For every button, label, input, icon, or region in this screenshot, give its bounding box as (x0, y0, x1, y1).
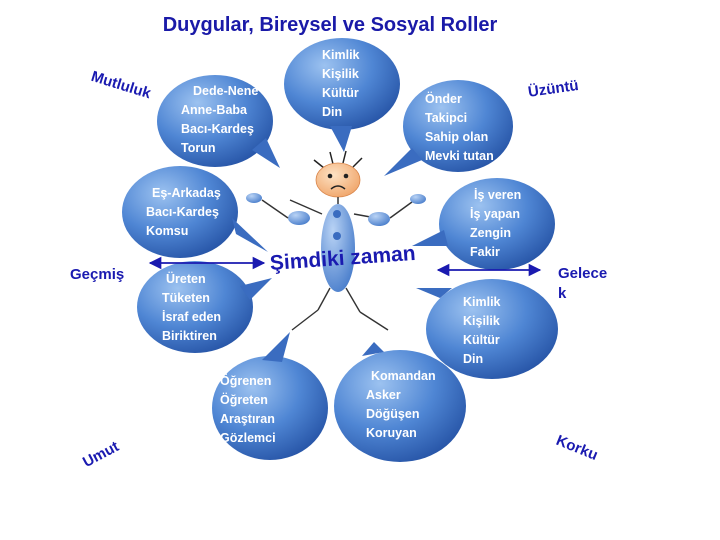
bubble-line: Komsu (146, 224, 189, 238)
bubble-left (122, 166, 268, 258)
bubble-bottom-right-text: Komandan Asker Döğüşen Koruyan (366, 367, 436, 443)
bubble-right (412, 178, 555, 270)
bubble-line: Torun (181, 141, 216, 155)
bubble-line: Kimlik (322, 48, 360, 62)
bubble-line: İsraf eden (162, 310, 222, 324)
bubble-top-left-text: Dede-Nene Anne-Baba Bacı-Kardeş Torun (181, 82, 258, 158)
bubble-line: İş yapan (470, 207, 521, 221)
bubble-top-right-text: Önder Takipci Sahip olan Mevki tutan (425, 90, 503, 166)
bubble-line: Takipci (425, 111, 468, 125)
bubble-line: İş veren (474, 188, 522, 202)
bubble-line: Üreten (166, 272, 206, 286)
bubble-left-text: Eş-Arkadaş Bacı-Kardeş Komsu (146, 184, 221, 241)
bubble-line: Gözlemci (220, 431, 276, 445)
bubble-line: Koruyan (366, 426, 417, 440)
bubble-top-left (157, 75, 280, 168)
label-future-line-1: Gelece (558, 265, 608, 282)
bubble-left-mid (137, 261, 272, 353)
bubble-line: Tüketen (162, 291, 210, 305)
bubble-bottom-left (212, 332, 328, 460)
bubble-left-mid-text: Üreten Tüketen İsraf eden Biriktiren (162, 270, 221, 346)
bubble-bottom-right (334, 342, 466, 462)
bubble-line: Öğreten (220, 393, 268, 407)
bubble-line: Komandan (371, 369, 436, 383)
bubble-top (284, 38, 400, 152)
bubble-line: Kişilik (463, 314, 500, 328)
bubble-line: Kültür (322, 86, 359, 100)
bubble-line: Asker (366, 388, 401, 402)
bubble-line: Biriktiren (162, 329, 217, 343)
label-future: Gelece k (558, 264, 607, 304)
bubble-line: Dede-Nene (193, 84, 259, 98)
label-past: Geçmiş (70, 266, 125, 283)
bubble-line: Önder (425, 92, 462, 106)
bubble-bottom-left-text: Öğrenen Öğreten Araştıran Gözlemci (220, 372, 276, 448)
bubble-right-text: İş veren İş yapan Zengin Fakir (470, 186, 521, 262)
bubble-line: Döğüşen (366, 407, 420, 421)
bubble-line: Mevki tutan (425, 149, 494, 163)
bubble-line: Bacı-Kardeş (146, 205, 219, 219)
bubble-line: Araştıran (220, 412, 275, 426)
bubble-line: Fakir (470, 245, 500, 259)
bubble-line: Kimlik (463, 295, 501, 309)
bubble-line: Kişilik (322, 67, 359, 81)
bubble-right-mid-text: Kimlik Kişilik Kültür Din (463, 293, 501, 369)
bubble-line: Kültür (463, 333, 500, 347)
bubble-top-right (384, 80, 513, 176)
diagram-title: Duygular, Bireysel ve Sosyal Roller (162, 14, 498, 36)
bubble-line: Eş-Arkadaş (152, 186, 221, 200)
face-icon (315, 162, 361, 198)
bubble-line: Din (463, 352, 484, 366)
stick-figure (246, 150, 426, 331)
bubble-line: Zengin (470, 226, 511, 240)
bubble-line: Din (322, 105, 343, 119)
bubble-line: Anne-Baba (181, 103, 247, 117)
bubble-line: Öğrenen (220, 374, 272, 388)
bubble-line: Sahip olan (425, 130, 489, 144)
bubble-top-text: Kimlik Kişilik Kültür Din (322, 46, 360, 122)
bubble-line: Bacı-Kardeş (181, 122, 254, 136)
label-future-line-2: k (558, 285, 567, 302)
bubble-right-mid (416, 279, 558, 379)
